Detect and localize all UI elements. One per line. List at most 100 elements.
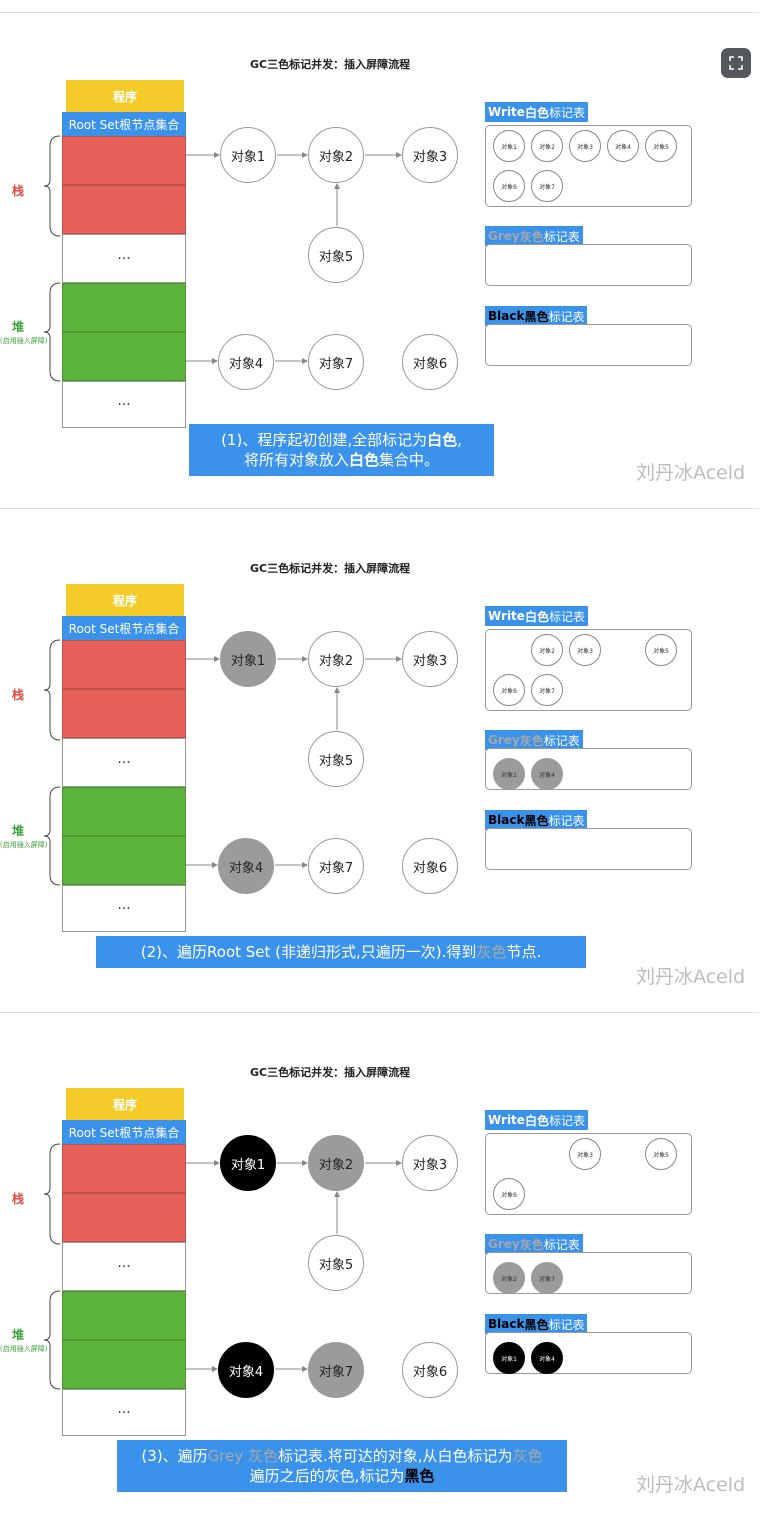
stack-more-cell: ··· xyxy=(62,234,186,283)
object-node: 对象4 xyxy=(218,1342,274,1398)
grey-table-box xyxy=(485,244,692,286)
grey-chip: 对象1 xyxy=(493,758,525,790)
black-table-cn: 黑色 xyxy=(524,309,549,324)
caption-line: (3)、遍历Grey 灰色标记表.将可达的对象,从白色标记为灰色 xyxy=(121,1446,563,1466)
caption-segment: 节点. xyxy=(506,943,542,961)
grey-table-suffix: 标记表 xyxy=(543,733,580,748)
heap-sub-label: (启用插入屏障) xyxy=(0,337,48,345)
white-table-header: Write 白色标记表 xyxy=(485,1110,588,1130)
object-node: 对象3 xyxy=(402,127,458,183)
heap-cell xyxy=(62,836,186,885)
heap-sub-label: (启用插入屏障) xyxy=(0,1345,48,1353)
stack-cell xyxy=(62,1193,186,1242)
expand-button[interactable] xyxy=(721,48,751,78)
white-chip: 对象5 xyxy=(645,130,677,162)
grey-table-suffix: 标记表 xyxy=(543,229,580,244)
white-chip: 对象7 xyxy=(531,674,563,706)
object-node: 对象6 xyxy=(402,334,458,390)
watermark: 刘丹冰Aceld xyxy=(636,1474,746,1496)
panel-title: GC三色标记并发：插入屏障流程 xyxy=(250,562,411,575)
program-block: 程序 xyxy=(66,80,184,112)
white-chip: 对象4 xyxy=(607,130,639,162)
grey-table-en: Grey xyxy=(488,1237,520,1251)
heap-sub-label: (启用插入屏障) xyxy=(0,841,48,849)
caption-segment: 白色 xyxy=(348,451,379,469)
grey-chip: 对象7 xyxy=(531,1262,563,1294)
caption-segment: 灰色 xyxy=(476,943,507,961)
watermark: 刘丹冰Aceld xyxy=(636,462,746,484)
grey-table-header: Grey 灰色标记表 xyxy=(485,226,583,246)
panel-divider xyxy=(0,1012,759,1013)
heap-more-cell: ··· xyxy=(62,1389,186,1436)
black-table-box xyxy=(485,828,692,870)
white-table-en: Write xyxy=(488,105,525,119)
expand-icon xyxy=(729,56,743,70)
object-node: 对象7 xyxy=(308,838,364,894)
grey-table-en: Grey xyxy=(488,733,520,747)
grey-table-suffix: 标记表 xyxy=(543,1237,580,1252)
stack-cell xyxy=(62,640,186,689)
stack-brace xyxy=(43,1143,61,1245)
caption-segment: 灰色 xyxy=(512,1447,543,1465)
white-table-suffix: 标记表 xyxy=(548,609,585,624)
stack-label: 栈 xyxy=(12,1192,25,1206)
black-table-suffix: 标记表 xyxy=(548,1317,585,1332)
grey-table-header: Grey 灰色标记表 xyxy=(485,730,583,750)
heap-cell xyxy=(62,1340,186,1389)
heap-brace xyxy=(43,1290,61,1390)
step-caption: (2)、遍历Root Set (非递归形式,只遍历一次).得到灰色节点. xyxy=(96,936,586,968)
caption-segment: (1)、程序起初创建,全部标记为 xyxy=(221,431,428,449)
connections-layer xyxy=(43,639,402,886)
caption-segment: 黑色 xyxy=(404,1467,435,1485)
white-table-en: Write xyxy=(488,609,525,623)
white-chip: 对象5 xyxy=(645,1138,677,1170)
object-node: 对象2 xyxy=(308,631,364,687)
object-node: 对象6 xyxy=(402,1342,458,1398)
black-table-en: Black xyxy=(488,1317,525,1331)
panel-divider xyxy=(0,508,759,509)
object-node: 对象1 xyxy=(220,127,276,183)
connections-layer xyxy=(43,135,402,382)
panel-title: GC三色标记并发：插入屏障流程 xyxy=(250,58,411,71)
black-table-header: Black 黑色标记表 xyxy=(485,306,588,326)
grey-chip: 对象4 xyxy=(531,758,563,790)
white-chip: 对象6 xyxy=(493,1178,525,1210)
heap-more-cell: ··· xyxy=(62,885,186,932)
white-table-header: Write 白色标记表 xyxy=(485,102,588,122)
object-node: 对象2 xyxy=(308,1135,364,1191)
heap-cell xyxy=(62,283,186,332)
object-node: 对象5 xyxy=(308,731,364,787)
black-table-cn: 黑色 xyxy=(524,813,549,828)
black-table-cn: 黑色 xyxy=(524,1317,549,1332)
object-node: 对象4 xyxy=(218,334,274,390)
caption-line: (1)、程序起初创建,全部标记为白色, xyxy=(193,430,490,450)
black-table-header: Black 黑色标记表 xyxy=(485,810,588,830)
heap-brace xyxy=(43,282,61,382)
object-node: 对象7 xyxy=(308,1342,364,1398)
heap-brace xyxy=(43,786,61,886)
white-chip: 对象3 xyxy=(569,634,601,666)
stack-cell xyxy=(62,136,186,185)
white-chip: 对象3 xyxy=(569,130,601,162)
white-table-suffix: 标记表 xyxy=(548,1113,585,1128)
caption-line: 将所有对象放入白色集合中。 xyxy=(193,450,490,470)
stack-cell xyxy=(62,689,186,738)
rootset-block: Root Set根节点集合 xyxy=(62,616,186,640)
object-node: 对象7 xyxy=(308,334,364,390)
caption-segment: (3)、遍历 xyxy=(141,1447,208,1465)
stack-brace xyxy=(43,135,61,237)
black-table-suffix: 标记表 xyxy=(548,813,585,828)
heap-label: 堆 xyxy=(12,320,25,334)
object-node: 对象6 xyxy=(402,838,458,894)
stack-cell xyxy=(62,1144,186,1193)
stack-label: 栈 xyxy=(12,688,25,702)
white-table-en: Write xyxy=(488,1113,525,1127)
stack-more-cell: ··· xyxy=(62,1242,186,1291)
white-chip: 对象6 xyxy=(493,170,525,202)
caption-segment: 将所有对象放入 xyxy=(243,451,349,469)
black-table-box xyxy=(485,324,692,366)
watermark: 刘丹冰Aceld xyxy=(636,966,746,988)
stack-cell xyxy=(62,185,186,234)
object-node: 对象1 xyxy=(220,1135,276,1191)
